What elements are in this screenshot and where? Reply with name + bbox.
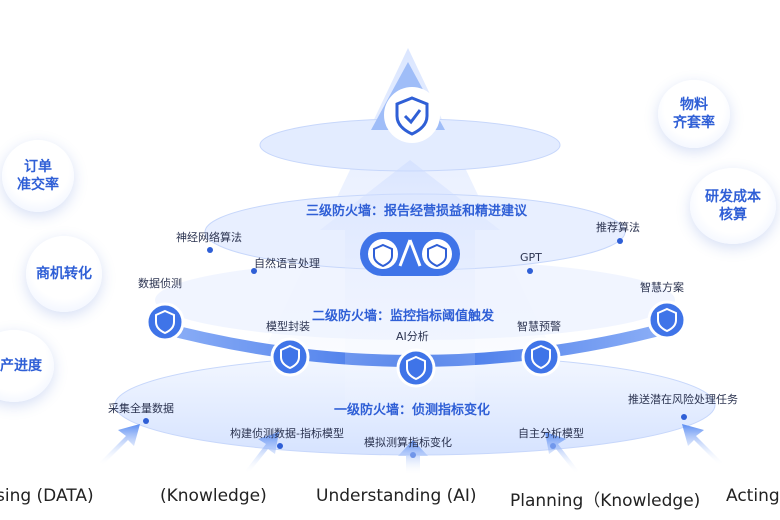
tier2-label: 数据侦测 (138, 277, 182, 290)
shield-icon-smart-plan (647, 300, 687, 340)
bubble-material-readiness: 物料 齐套率 (658, 80, 730, 148)
shield-icon-ai-analysis (396, 348, 436, 388)
center-beam (320, 160, 500, 420)
tier1-label: 构建侦测数据-指标模型 (230, 427, 344, 440)
tier3-title: 三级防火墙：报告经营损益和精进建议 (306, 204, 528, 219)
bottom-label-sensing: sing (DATA) (0, 486, 94, 506)
arrow-icons (100, 424, 722, 475)
tier3-label: 自然语言处理 (254, 257, 320, 270)
tier1-label: 采集全量数据 (108, 402, 174, 415)
shield-icon-model-packaging (270, 337, 310, 377)
bottom-label-knowledge: (Knowledge) (160, 486, 267, 506)
shield-icon-data-detection (145, 302, 185, 342)
shield-icon-smart-alert (521, 337, 561, 377)
tier2-title: 二级防火墙：监控指标阈值触发 (312, 309, 495, 324)
bubble-order-acceptance: 订单 准交率 (2, 140, 74, 212)
bottom-label-planning: Planning（Knowledge) (510, 491, 701, 511)
tier1-label: 自主分析模型 (518, 427, 584, 440)
bottom-label-understanding: Understanding (AI) (316, 486, 477, 506)
tier3-label: 神经网络算法 (176, 231, 242, 244)
bubble-opportunity-conversion: 商机转化 (26, 236, 102, 312)
tier2-label: 智慧预警 (517, 320, 561, 333)
tier3-label: GPT (520, 251, 542, 264)
tier3-label: 推荐算法 (596, 221, 640, 234)
tier2-label: 模型封装 (266, 320, 310, 333)
infinity-shield-icon (360, 232, 460, 276)
bottom-label-acting: Acting (726, 486, 780, 506)
tier2-label: AI分析 (396, 330, 429, 343)
tier2-label: 智慧方案 (640, 281, 684, 294)
top-shield-icon (371, 62, 445, 143)
tier1-title: 一级防火墙：侦测指标变化 (334, 403, 491, 418)
bubble-rd-cost: 研发成本 核算 (690, 168, 776, 244)
tier1-label: 推送潜在风险处理任务 (628, 393, 738, 406)
tier1-label: 模拟测算指标变化 (364, 436, 452, 449)
